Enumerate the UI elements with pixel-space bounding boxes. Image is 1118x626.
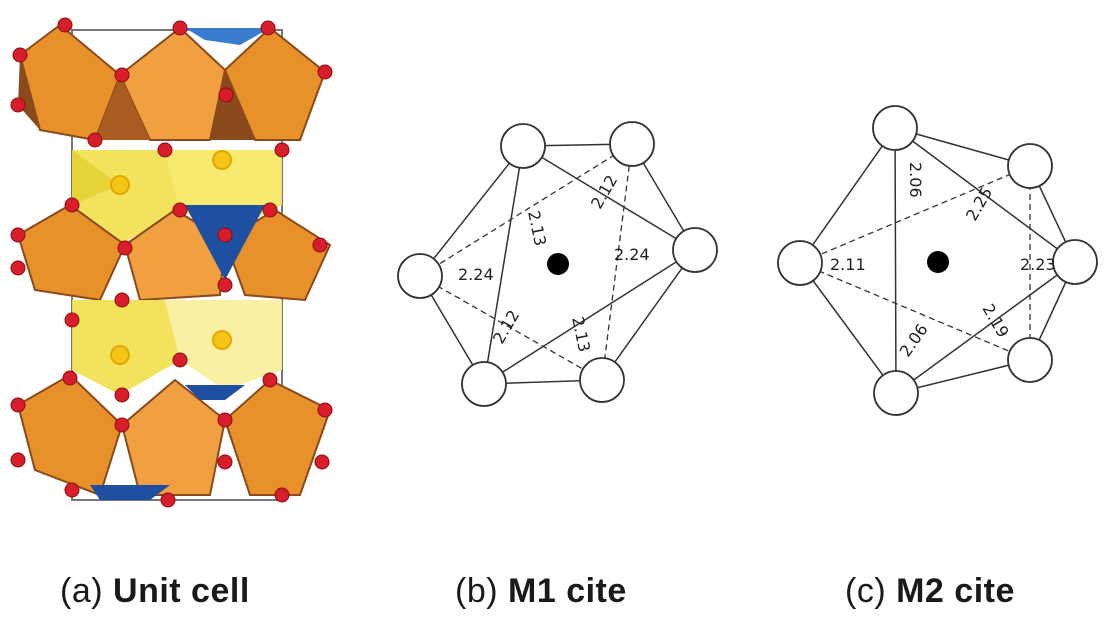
distance-label: 2.11 (830, 255, 866, 274)
ligand-atom (1007, 143, 1053, 189)
distance-label: 2.24 (458, 265, 494, 284)
distance-label: 2.06 (896, 320, 932, 360)
distance-label: 2.06 (906, 162, 925, 198)
distance-label: 2.12 (489, 307, 523, 347)
caption-tag: (b) (455, 572, 499, 610)
bottom-octahedra-row (16, 373, 332, 500)
caption-name: M1 cite (508, 572, 627, 610)
dashed-edges (799, 165, 1031, 361)
caption-tag: (c) (845, 572, 887, 610)
ligand-atom (1052, 239, 1098, 285)
central-metal-atom (547, 253, 569, 275)
ligand-atom (397, 253, 443, 299)
ligand-atom (872, 105, 918, 151)
oxygen-atoms (10, 17, 333, 508)
caption-unit-cell: (a) Unit cell (60, 572, 250, 611)
ligand-atom (873, 370, 919, 416)
distance-label: 2.13 (524, 209, 550, 248)
metal-cations (110, 150, 232, 365)
distance-label: 2.24 (614, 245, 650, 264)
ligand-atom (500, 123, 546, 169)
top-octahedra-row (18, 23, 327, 142)
caption-name: Unit cell (113, 572, 250, 610)
ligand-atoms (777, 105, 1098, 416)
m2-site-diagram: 2.06 2.25 2.11 2.23 2.06 2.19 (777, 105, 1098, 416)
caption-tag: (a) (60, 572, 104, 610)
distance-label: 2.19 (979, 301, 1013, 341)
m2-site-panel: 2.06 2.25 2.11 2.23 2.06 2.19 (c) M2 cit… (760, 0, 1118, 626)
ligand-atom (777, 240, 823, 286)
distance-label: 2.23 (1020, 255, 1056, 274)
ligand-atom (609, 121, 655, 167)
distance-label: 2.12 (587, 172, 621, 212)
unit-cell-structure-image (10, 17, 333, 508)
central-metal-atom (927, 251, 949, 273)
dashed-edges (419, 143, 633, 381)
m1-site-panel: 2.13 2.12 2.24 2.24 2.12 2.13 (b) M1 cit… (380, 0, 730, 626)
ligand-atom (672, 227, 718, 273)
ligand-atoms (397, 121, 718, 407)
distance-label: 2.25 (962, 184, 996, 224)
caption-m1-cite: (b) M1 cite (455, 572, 627, 611)
m1-site-diagram: 2.13 2.12 2.24 2.24 2.12 2.13 (397, 121, 718, 407)
ligand-atom (579, 357, 625, 403)
ligand-atom (461, 361, 507, 407)
middle-octahedra-row (16, 203, 332, 302)
caption-name: M2 cite (896, 572, 1015, 610)
caption-m2-cite: (c) M2 cite (845, 572, 1015, 611)
unit-cell-panel: (a) Unit cell (0, 0, 340, 626)
ligand-atom (1007, 337, 1053, 383)
distance-label: 2.13 (568, 315, 594, 354)
